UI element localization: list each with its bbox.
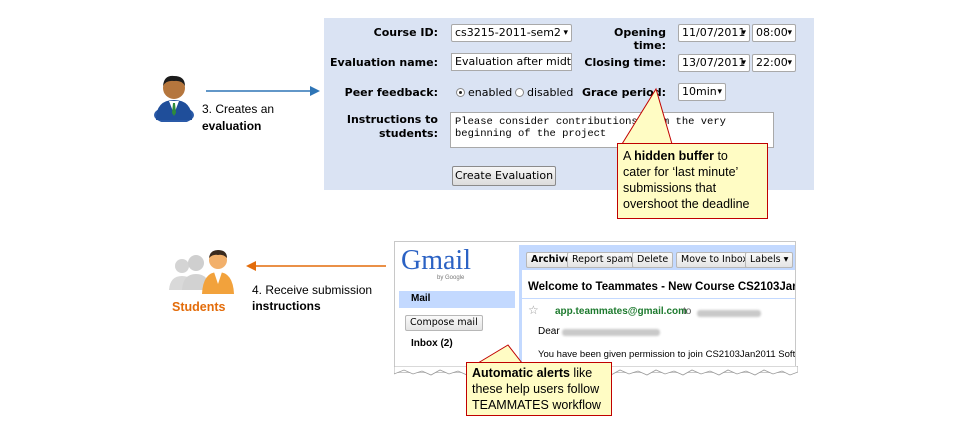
step4-line1: 4. Receive submission (252, 283, 373, 297)
step3-line1: 3. Creates an (202, 102, 275, 116)
delete-button[interactable]: Delete (632, 252, 674, 268)
buffer-callout-line1: A hidden buffer to (623, 148, 762, 164)
alerts-callout-post: like (569, 366, 593, 380)
email-body: You have been given permission to join C… (538, 349, 796, 360)
compose-mail-button[interactable]: Compose mail (405, 315, 483, 331)
alerts-callout-seam (479, 362, 522, 365)
receive-arrow (246, 261, 386, 271)
closing-time-label: Closing time: (584, 56, 666, 69)
instructions-textarea[interactable]: Please consider contributions from the v… (450, 112, 774, 148)
email-subject: Welcome to Teammates - New Course CS2103… (528, 281, 796, 293)
peer-feedback-enabled-radio[interactable] (456, 88, 465, 97)
email-to-word: to (683, 306, 692, 317)
peer-feedback-disabled-radio[interactable] (515, 88, 524, 97)
students-group-icon (169, 250, 234, 294)
opening-time-label: Opening time: (614, 26, 666, 52)
buffer-callout-seam (623, 143, 672, 146)
course-id-select[interactable]: cs3215-2011-sem2 (451, 24, 572, 42)
alerts-callout-pointer (477, 344, 523, 364)
grace-period-label: Grace period: (581, 86, 666, 99)
closing-date-select[interactable]: 13/07/2011 (678, 54, 750, 72)
buffer-callout-bold: hidden buffer (634, 149, 714, 163)
alerts-callout-bold: Automatic alerts (472, 366, 570, 380)
create-evaluation-button[interactable]: Create Evaluation (452, 166, 556, 186)
buffer-callout-line4: overshoot the deadline (623, 197, 750, 211)
step4-line2: instructions (252, 299, 321, 313)
create-arrow (206, 86, 320, 96)
evaluation-name-input[interactable]: Evaluation after midterm (451, 53, 572, 71)
buffer-callout-line3: submissions that (623, 181, 717, 195)
gmail-nav-mail[interactable]: Mail (399, 291, 515, 308)
buffer-callout-pointer (621, 87, 673, 145)
name-blurred (562, 329, 660, 336)
opening-hour-select[interactable]: 08:00 (752, 24, 796, 42)
gmail-divider (522, 298, 795, 299)
move-to-inbox-button[interactable]: Move to Inbox (676, 252, 754, 268)
instructions-label: Instructions to students: (330, 113, 438, 141)
gmail-by-google: by Google (437, 275, 465, 281)
peer-feedback-disabled-label: disabled (527, 86, 574, 99)
gmail-nav-mail-label: Mail (411, 293, 431, 304)
peer-feedback-label: Peer feedback: (344, 86, 438, 99)
star-icon[interactable]: ☆ (528, 303, 539, 317)
instructor-user-icon (154, 75, 194, 122)
opening-date-value: 11/07/2011 (682, 26, 746, 39)
hidden-buffer-callout: A hidden buffer to cater for ‘last minut… (617, 143, 768, 219)
course-id-label: Course ID: (373, 26, 438, 39)
gmail-logo-text: Gmail (401, 245, 471, 276)
students-label: Students (172, 300, 226, 314)
course-id-value: cs3215-2011-sem2 (455, 26, 561, 39)
closing-hour-select[interactable]: 22:00 (752, 54, 796, 72)
alerts-callout-line2: these help users follow (472, 382, 600, 396)
opening-hour-value: 08:00 (756, 26, 788, 39)
evaluation-name-label: Evaluation name: (330, 56, 438, 69)
closing-hour-value: 22:00 (756, 56, 788, 69)
gmail-logo: Gmail (401, 247, 471, 275)
step3-line2: evaluation (202, 119, 262, 133)
recipient-blurred (697, 310, 761, 317)
alerts-callout-line3: TEAMMATES workflow (472, 398, 601, 412)
instructions-label-line2: students: (378, 127, 438, 140)
gmail-inbox-link[interactable]: Inbox (2) (411, 338, 453, 349)
gmail-screenshot-panel: Gmail by Google Mail Compose mail Inbox … (394, 241, 796, 373)
instructions-label-line1: Instructions to (346, 113, 438, 126)
opening-date-select[interactable]: 11/07/2011 (678, 24, 750, 42)
labels-button[interactable]: Labels ▾ (745, 252, 794, 268)
gmail-message-area (519, 245, 795, 372)
step4-text: 4. Receive submission instructions (252, 282, 372, 314)
report-spam-button[interactable]: Report spam (567, 252, 638, 268)
grace-period-select[interactable]: 10min (678, 83, 726, 101)
buffer-callout-line2: cater for ‘last minute’ (623, 165, 739, 179)
email-sender: app.teammates@gmail.com (555, 306, 688, 317)
automatic-alerts-callout: Automatic alerts like these help users f… (466, 362, 612, 416)
buffer-callout-pre: A (623, 149, 635, 163)
grace-period-value: 10min (682, 85, 717, 98)
archive-button[interactable]: Archive (526, 252, 577, 268)
step3-text: 3. Creates an evaluation (202, 101, 274, 135)
email-dear: Dear (538, 326, 560, 337)
buffer-callout-post: to (713, 149, 728, 163)
peer-feedback-enabled-label: enabled (468, 86, 513, 99)
closing-date-value: 13/07/2011 (682, 56, 746, 69)
evaluation-name-value: Evaluation after midterm (455, 55, 572, 68)
alerts-callout-line1: Automatic alerts like (472, 365, 606, 381)
